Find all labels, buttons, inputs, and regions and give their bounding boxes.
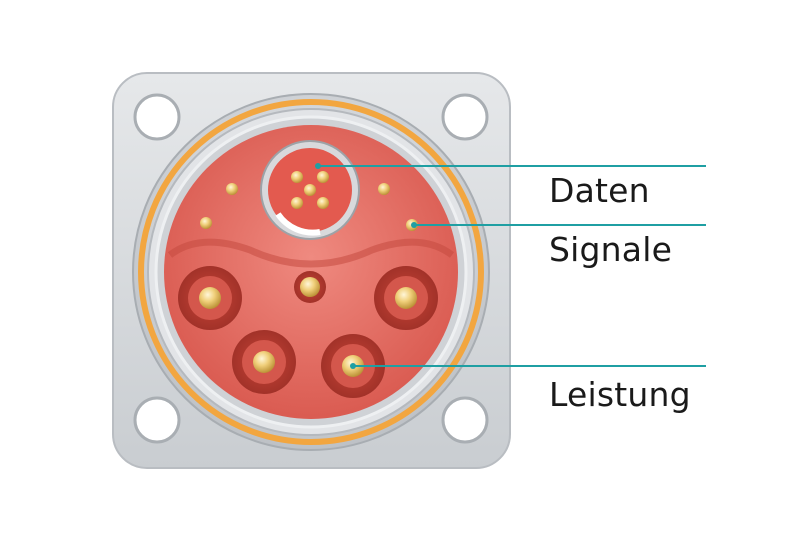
data-pin	[317, 171, 329, 183]
leader-lines	[315, 163, 706, 369]
contact-insert	[164, 125, 458, 419]
power-pin	[253, 351, 275, 373]
label-data: Daten	[549, 171, 650, 210]
signal-pin	[226, 183, 238, 195]
data-pin	[317, 197, 329, 209]
orange-seal-ring	[138, 99, 484, 445]
power-pin	[300, 277, 320, 297]
power-pin	[395, 287, 417, 309]
data-connector	[260, 140, 360, 240]
label-power: Leistung	[549, 375, 691, 414]
signal-pin	[200, 217, 212, 229]
data-pin	[304, 184, 316, 196]
label-signals: Signale	[549, 230, 673, 269]
data-pin	[291, 171, 303, 183]
signal-pin	[378, 183, 390, 195]
data-pin	[291, 197, 303, 209]
power-pin	[199, 287, 221, 309]
mounting-hole-top-right	[441, 93, 489, 141]
mounting-hole-bottom-right	[441, 396, 489, 444]
mounting-hole-top-left	[133, 93, 181, 141]
mounting-hole-bottom-left	[133, 396, 181, 444]
